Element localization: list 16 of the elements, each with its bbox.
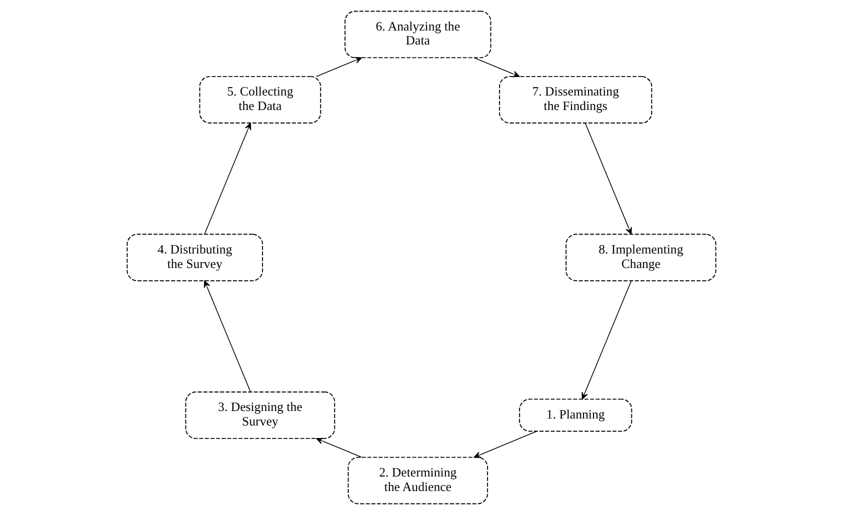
node-box: 4. Distributing the Survey	[126, 234, 262, 282]
arrow	[581, 280, 632, 400]
node-box: 8. Implementing Change	[565, 234, 716, 282]
arrow	[473, 57, 520, 78]
node-box: 5. Collecting the Data	[198, 76, 321, 124]
node-box: 3. Designing the Survey	[184, 392, 335, 439]
arrow	[584, 122, 632, 235]
node-box: 1. Planning	[518, 398, 632, 432]
arrow	[316, 438, 362, 458]
node-box: 6. Analyzing the Data	[344, 10, 491, 58]
node-box: 2. Determining the Audience	[347, 456, 488, 504]
arrow	[204, 122, 251, 235]
arrow	[203, 280, 250, 392]
arrow	[316, 57, 362, 77]
arrow	[473, 430, 537, 458]
node-box: 7. Disseminating the Findings	[498, 76, 652, 124]
